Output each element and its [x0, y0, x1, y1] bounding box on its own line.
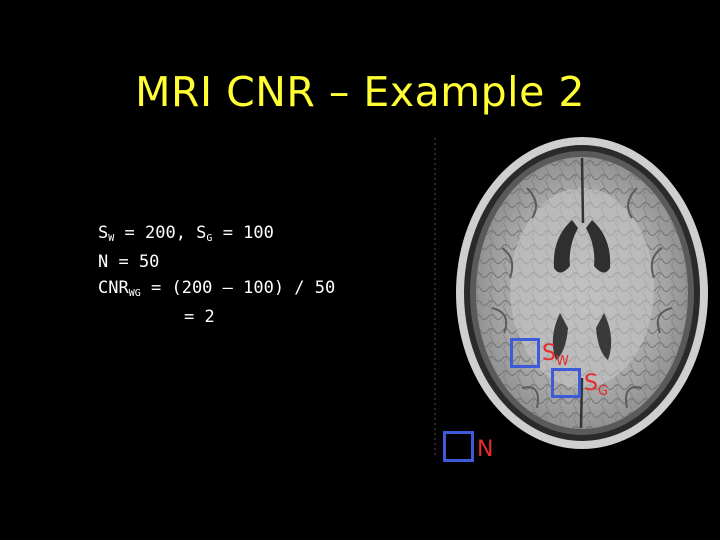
midline-fissure — [579, 157, 585, 429]
roi-label-sg: SG — [584, 371, 609, 399]
cnr-line: CNRWG = (200 – 100) / 50 — [98, 275, 335, 304]
roi-box-n — [443, 431, 474, 462]
cnr-result-line: = 2 — [184, 307, 215, 327]
lateral-ventricle-right — [586, 220, 611, 273]
sw-symbol: S — [98, 223, 109, 243]
roi-box-sg — [551, 368, 581, 398]
mri-brain-image — [434, 137, 708, 458]
sg-value: = 100 — [212, 223, 274, 243]
sg-subscript: G — [206, 233, 213, 244]
cnr-formula: = (200 – 100) / 50 — [140, 278, 336, 298]
sw-subscript: W — [108, 233, 115, 244]
roi-box-sw — [510, 338, 540, 368]
sulci-lines — [491, 187, 673, 409]
cnr-symbol: CNR — [98, 278, 129, 298]
posterior-horn-left — [552, 313, 568, 360]
sw-value: = 200, — [114, 223, 197, 243]
slide-title: MRI CNR – Example 2 — [135, 68, 585, 116]
lateral-ventricle-left — [553, 220, 578, 273]
white-matter — [510, 188, 654, 388]
sg-symbol: S — [196, 223, 207, 243]
roi-label-sw: SW — [542, 341, 569, 369]
noise-line: N = 50 — [98, 252, 160, 272]
roi-label-n: N — [477, 437, 494, 462]
signal-values-line: SW = 200, SG = 100 — [98, 220, 335, 249]
cnr-subscript: WG — [128, 288, 141, 299]
equation-block: SW = 200, SG = 100 N = 50 CNRWG = (200 –… — [98, 220, 335, 330]
posterior-horn-right — [596, 313, 612, 360]
